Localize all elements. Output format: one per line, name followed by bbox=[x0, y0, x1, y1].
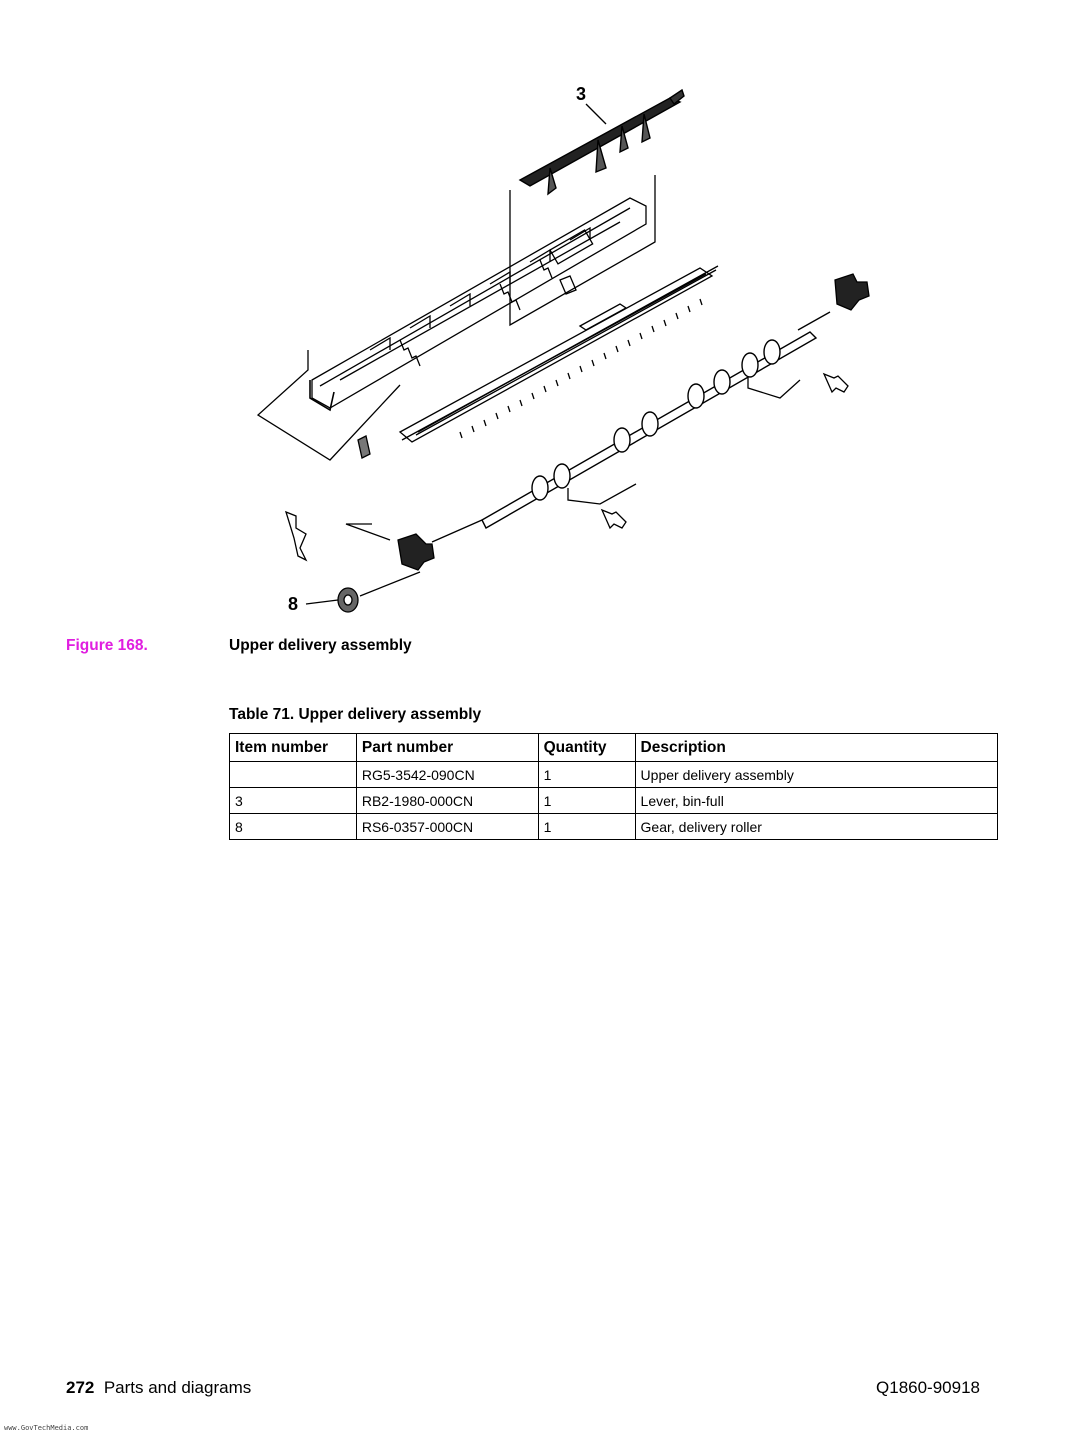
callout-3: 3 bbox=[576, 84, 586, 104]
cell-description: Lever, bin-full bbox=[634, 787, 999, 814]
page-footer: 272 Parts and diagrams Q1860-90918 bbox=[66, 1378, 980, 1398]
table-row: 3 RB2-1980-000CN 1 Lever, bin-full bbox=[229, 787, 999, 814]
document-number: Q1860-90918 bbox=[876, 1378, 980, 1397]
parts-table: Item number Part number Quantity Descrip… bbox=[229, 733, 999, 840]
header-item-number: Item number bbox=[229, 733, 357, 762]
watermark: www.GovTechMedia.com bbox=[4, 1424, 89, 1432]
callout-8: 8 bbox=[288, 594, 298, 614]
header-description: Description bbox=[634, 733, 999, 762]
delivery-roller-gear bbox=[337, 587, 359, 613]
cell-description: Upper delivery assembly bbox=[634, 761, 999, 788]
bin-full-lever bbox=[518, 88, 685, 196]
cell-part-number: RG5-3542-090CN bbox=[355, 761, 539, 788]
cell-quantity: 1 bbox=[537, 813, 636, 840]
figure-title: Upper delivery assembly bbox=[229, 637, 412, 654]
cell-item-number bbox=[229, 761, 357, 788]
table-row: 8 RS6-0357-000CN 1 Gear, delivery roller bbox=[229, 813, 999, 840]
cell-quantity: 1 bbox=[537, 761, 636, 788]
header-part-number: Part number bbox=[355, 733, 539, 762]
cell-part-number: RB2-1980-000CN bbox=[355, 787, 539, 814]
cell-item-number: 3 bbox=[229, 787, 357, 814]
cell-part-number: RS6-0357-000CN bbox=[355, 813, 539, 840]
table-title: Table 71. Upper delivery assembly bbox=[229, 706, 482, 723]
delivery-roller-shaft bbox=[481, 331, 818, 529]
table-header-row: Item number Part number Quantity Descrip… bbox=[229, 733, 999, 762]
figure-label: Figure 168. bbox=[66, 637, 148, 654]
cell-quantity: 1 bbox=[537, 787, 636, 814]
right-holder bbox=[834, 273, 870, 311]
section-name: Parts and diagrams bbox=[103, 1378, 252, 1397]
cell-description: Gear, delivery roller bbox=[634, 813, 999, 840]
table-row: RG5-3542-090CN 1 Upper delivery assembly bbox=[229, 761, 999, 788]
exploded-parts-diagram: 3 bbox=[250, 80, 890, 625]
header-quantity: Quantity bbox=[537, 733, 636, 762]
left-holder bbox=[397, 533, 435, 571]
cell-item-number: 8 bbox=[229, 813, 357, 840]
upper-frame bbox=[309, 197, 647, 412]
page-number: 272 bbox=[66, 1378, 95, 1397]
static-brush bbox=[398, 265, 719, 443]
